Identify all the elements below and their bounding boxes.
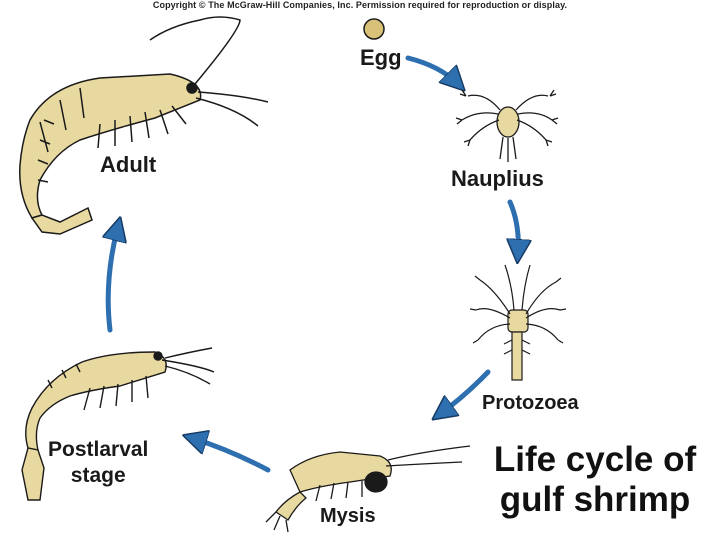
stage-label-mysis: Mysis	[320, 505, 376, 528]
arrow-mysis-to-postlarval	[192, 438, 268, 470]
stage-label-postlarval: Postlarval stage	[48, 437, 148, 489]
stage-label-egg: Egg	[360, 45, 402, 71]
arrow-nauplius-to-protozoea	[510, 202, 518, 254]
arrow-egg-to-nauplius	[408, 58, 458, 84]
diagram-title: Life cycle of gulf shrimp	[470, 440, 720, 520]
arrow-protozoea-to-mysis	[440, 372, 488, 414]
postlarval-line-1: Postlarval	[48, 437, 148, 463]
title-line-2: gulf shrimp	[470, 480, 720, 520]
title-line-1: Life cycle of	[470, 440, 720, 480]
adult-drawing	[20, 17, 268, 234]
stage-label-adult: Adult	[100, 152, 156, 178]
egg-drawing	[364, 19, 384, 39]
arrow-postlarval-to-adult	[108, 226, 118, 330]
stage-label-nauplius: Nauplius	[451, 166, 544, 192]
postlarval-line-2: stage	[48, 463, 148, 489]
nauplius-drawing	[456, 90, 558, 162]
protozoea-drawing	[470, 265, 566, 380]
stage-label-protozoea: Protozoea	[482, 392, 579, 415]
